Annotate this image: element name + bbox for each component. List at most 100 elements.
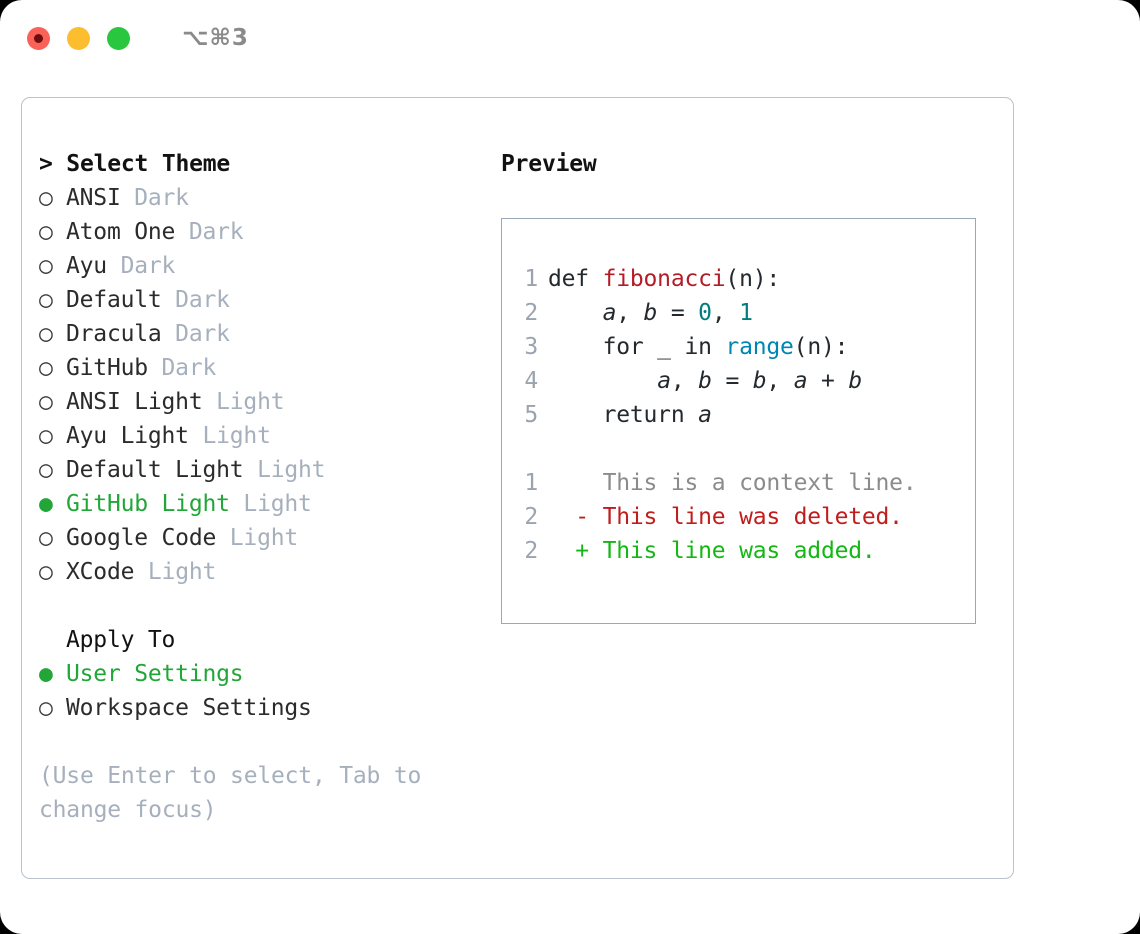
theme-option-label: Dracula bbox=[66, 321, 162, 347]
theme-option-ansi-light[interactable]: ○ ANSI Light Light bbox=[39, 385, 501, 419]
code-line-number: 4 bbox=[524, 368, 538, 394]
theme-option-kind: Light bbox=[188, 423, 271, 449]
code-line-number: 2 bbox=[524, 300, 538, 326]
theme-option-label: GitHub bbox=[66, 355, 148, 381]
preview-header: Preview bbox=[501, 151, 597, 177]
theme-list: ○ANSI Dark○Atom One Dark○Ayu Dark○Defaul… bbox=[39, 181, 501, 589]
radio-unselected-icon: ○ bbox=[39, 355, 53, 381]
apply-to-option-workspace-settings[interactable]: ○ Workspace Settings bbox=[39, 691, 501, 725]
keyboard-shortcut-label: ⌥⌘3 bbox=[182, 25, 249, 51]
diff-line-number: 2 bbox=[524, 538, 538, 564]
code-line-number: 3 bbox=[524, 334, 538, 360]
code-token-plain: , bbox=[711, 300, 740, 326]
radio-unselected-icon: ○ bbox=[39, 695, 53, 721]
theme-option-kind: Light bbox=[134, 559, 217, 585]
code-token-var: b bbox=[848, 368, 862, 394]
theme-option-label: ANSI bbox=[66, 185, 121, 211]
code-token-num: 1 bbox=[739, 300, 753, 326]
diff-marker: - bbox=[548, 504, 603, 530]
radio-unselected-icon: ○ bbox=[39, 423, 53, 449]
code-token-plain: return bbox=[548, 402, 699, 428]
code-line-content: a, b = b, a + b bbox=[548, 364, 862, 398]
theme-option-label: ANSI Light bbox=[66, 389, 203, 415]
radio-selected-icon: ● bbox=[39, 491, 53, 517]
theme-option-label: GitHub Light bbox=[66, 491, 230, 517]
apply-to-option-label: User Settings bbox=[66, 661, 244, 687]
theme-option-label: Default bbox=[66, 287, 162, 313]
radio-unselected-icon: ○ bbox=[39, 457, 53, 483]
code-line: 3 for _ in range(n): bbox=[502, 330, 975, 364]
code-line-number: 5 bbox=[524, 402, 538, 428]
close-button[interactable] bbox=[27, 26, 50, 50]
code-token-num: 0 bbox=[698, 300, 712, 326]
code-token-plain: def bbox=[548, 266, 603, 292]
theme-option-xcode[interactable]: ○ XCode Light bbox=[39, 555, 501, 589]
code-token-plain bbox=[548, 368, 657, 394]
diff-line-add: 2 + This line was added. bbox=[502, 534, 975, 568]
theme-option-kind: Light bbox=[202, 389, 285, 415]
code-token-plain: for _ in bbox=[548, 334, 726, 360]
theme-option-google-code[interactable]: ○ Google Code Light bbox=[39, 521, 501, 555]
theme-option-atom-one[interactable]: ○Atom One Dark bbox=[39, 215, 501, 249]
theme-option-kind: Dark bbox=[120, 185, 189, 211]
theme-option-kind: Dark bbox=[147, 355, 217, 381]
theme-selection-column: > Select Theme ○ANSI Dark○Atom One Dark○… bbox=[22, 98, 501, 878]
code-line: 4 a, b = b, a + b bbox=[502, 364, 975, 398]
theme-option-label: XCode bbox=[66, 559, 135, 585]
code-token-plain: (n): bbox=[793, 334, 849, 360]
theme-option-label: Atom One bbox=[66, 219, 176, 245]
diff-line-ctx: 1 This is a context line. bbox=[502, 466, 975, 500]
diff-line-number: 1 bbox=[524, 470, 538, 496]
code-line: 2 a, b = 0, 1 bbox=[502, 296, 975, 330]
keyboard-hint-text: (Use Enter to select, Tab to change focu… bbox=[39, 763, 422, 823]
code-token-var: a bbox=[698, 402, 712, 428]
radio-unselected-icon: ○ bbox=[39, 321, 53, 347]
code-token-plain bbox=[548, 300, 603, 326]
code-token-plain: , bbox=[616, 300, 644, 326]
code-token-call: range bbox=[725, 334, 794, 360]
theme-option-kind: Dark bbox=[161, 321, 230, 347]
diff-line-text: This line was deleted. bbox=[602, 504, 903, 530]
code-token-var: a bbox=[793, 368, 808, 394]
code-line-content: def fibonacci(n): bbox=[548, 262, 780, 296]
radio-unselected-icon: ○ bbox=[39, 389, 53, 415]
minimize-button[interactable] bbox=[67, 26, 90, 50]
theme-option-kind: Light bbox=[216, 525, 299, 551]
apply-to-option-user-settings[interactable]: ●User Settings bbox=[39, 657, 501, 691]
theme-option-github[interactable]: ○ GitHub Dark bbox=[39, 351, 501, 385]
code-token-plain: = bbox=[711, 368, 753, 394]
diff-line-text: This line was added. bbox=[602, 538, 876, 564]
code-line: 5 return a bbox=[502, 398, 975, 432]
radio-unselected-icon: ○ bbox=[39, 287, 53, 313]
theme-option-github-light[interactable]: ●GitHub Light Light bbox=[39, 487, 501, 521]
diff-marker bbox=[548, 466, 603, 500]
code-token-var: b bbox=[698, 368, 712, 394]
code-token-fn: fibonacci bbox=[602, 266, 726, 292]
theme-option-kind: Dark bbox=[175, 219, 244, 245]
theme-option-label: Ayu Light bbox=[66, 423, 189, 449]
code-token-plain: = bbox=[657, 300, 699, 326]
theme-option-dracula[interactable]: ○ Dracula Dark bbox=[39, 317, 501, 351]
radio-unselected-icon: ○ bbox=[39, 185, 53, 211]
theme-option-ayu-light[interactable]: ○ Ayu Light Light bbox=[39, 419, 501, 453]
diff-line-number: 2 bbox=[524, 504, 538, 530]
theme-option-label: Ayu bbox=[66, 253, 107, 279]
theme-option-default-light[interactable]: ○Default Light Light bbox=[39, 453, 501, 487]
code-token-var: b bbox=[752, 368, 767, 394]
select-theme-header: > Select Theme bbox=[39, 151, 231, 177]
apply-to-option-label: Workspace Settings bbox=[66, 695, 312, 721]
code-token-plain: (n): bbox=[725, 266, 781, 292]
theme-option-default[interactable]: ○Default Dark bbox=[39, 283, 501, 317]
theme-option-ansi[interactable]: ○ ANSI Dark bbox=[39, 181, 501, 215]
theme-option-ayu[interactable]: ○Ayu Dark bbox=[39, 249, 501, 283]
code-token-var: a bbox=[657, 368, 671, 394]
radio-unselected-icon: ○ bbox=[39, 559, 53, 585]
maximize-button[interactable] bbox=[107, 26, 130, 50]
theme-option-label: Google Code bbox=[66, 525, 217, 551]
radio-unselected-icon: ○ bbox=[39, 525, 53, 551]
